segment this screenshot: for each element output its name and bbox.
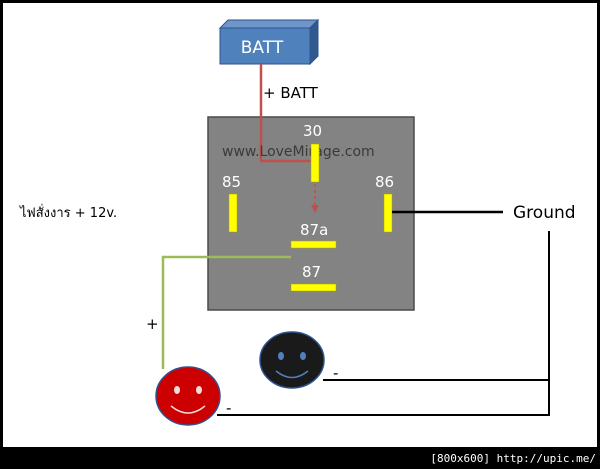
pin-85-contact	[228, 193, 238, 233]
pin-30-label: 30	[303, 122, 322, 140]
battery-box: BATT	[218, 18, 320, 66]
plus-batt-label: + BATT	[263, 84, 319, 102]
pin-86-contact	[383, 193, 393, 233]
battery-wire	[259, 64, 311, 163]
watermark-text: www.LoveMirage.com	[222, 144, 375, 160]
relay-wiring-diagram: BATT + BATT www.LoveMirage.com 30 85 86 …	[19, 18, 576, 426]
red-face-minus: -	[226, 399, 231, 417]
pin-87-contact	[290, 283, 337, 292]
pin-30-contact	[310, 143, 320, 183]
diagram-canvas: BATT + BATT www.LoveMirage.com 30 85 86 …	[3, 3, 597, 447]
image-host-credit: [800x600] http://upic.me/	[430, 452, 596, 465]
battery-label: BATT	[241, 38, 284, 58]
plus-sign-label: +	[146, 315, 159, 333]
pin-87-label: 87	[302, 263, 321, 281]
pin-87a-contact	[290, 240, 337, 249]
signal-label: ไฟสั่งงาร + 12v.	[19, 204, 117, 221]
pin-86-label: 86	[375, 173, 394, 191]
ground-label: Ground	[513, 203, 576, 223]
red-face-icon	[155, 366, 221, 426]
black-face-icon	[259, 331, 325, 389]
pin-85-label: 85	[222, 173, 241, 191]
signal-wire	[161, 255, 291, 369]
ground-rail-red	[217, 231, 550, 416]
black-face-minus: -	[333, 364, 338, 382]
switch-arrow-icon	[311, 205, 319, 213]
pin-87a-label: 87a	[300, 221, 328, 239]
